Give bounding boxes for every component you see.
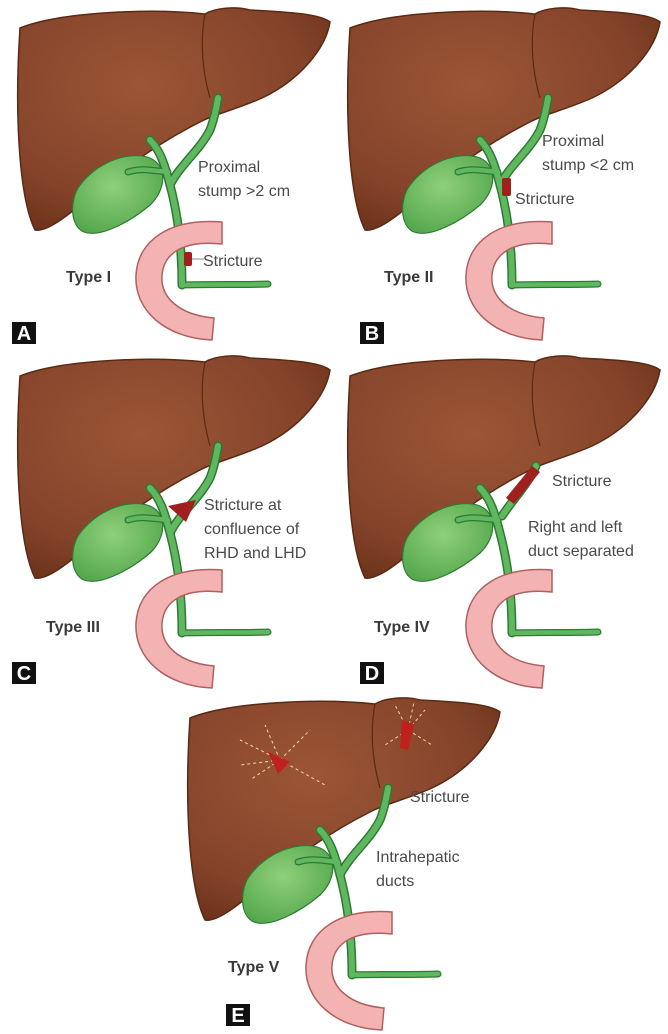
panel-letter: B [365, 323, 379, 345]
annotation-line-1: Stricture at [204, 497, 282, 514]
annotation-line-3: ducts [376, 873, 414, 890]
annotation-line-3: duct separated [528, 543, 634, 560]
panel-a: Proximal stump >2 cm Stricture Type I A [12, 8, 330, 345]
annotation-stricture: Stricture [410, 789, 470, 806]
annotation-stump: stump <2 cm [542, 157, 634, 174]
annotation-line-3: RHD and LHD [204, 545, 306, 562]
panel-letter: E [231, 1005, 244, 1027]
panel-c: Stricture at confluence of RHD and LHD T… [12, 356, 330, 688]
panel-letter: A [17, 323, 31, 345]
annotation-stricture: Stricture [203, 253, 263, 270]
annotation-line-2: Intrahepatic [376, 849, 460, 866]
annotation-line-2: confluence of [204, 521, 300, 538]
type-label: Type V [228, 959, 280, 976]
type-label: Type I [66, 269, 111, 286]
type-label: Type III [46, 619, 100, 636]
stricture-mark [184, 252, 192, 266]
panel-e: Stricture Intrahepatic ducts Type V E [188, 698, 500, 1030]
type-label: Type II [384, 269, 434, 286]
panel-b: Proximal stump <2 cm Stricture Type II B [348, 8, 660, 345]
annotation-line-2: Right and left [528, 519, 623, 536]
annotation-stump: stump >2 cm [198, 183, 290, 200]
stricture-mark [502, 178, 511, 196]
annotation-proximal: Proximal [542, 133, 604, 150]
annotation-stricture: Stricture [552, 473, 612, 490]
type-label: Type IV [374, 619, 430, 636]
panel-letter: C [17, 663, 31, 685]
annotation-proximal: Proximal [198, 159, 260, 176]
annotation-stricture: Stricture [515, 191, 575, 208]
panel-d: Stricture Right and left duct separated … [348, 356, 660, 688]
panel-letter: D [365, 663, 379, 685]
